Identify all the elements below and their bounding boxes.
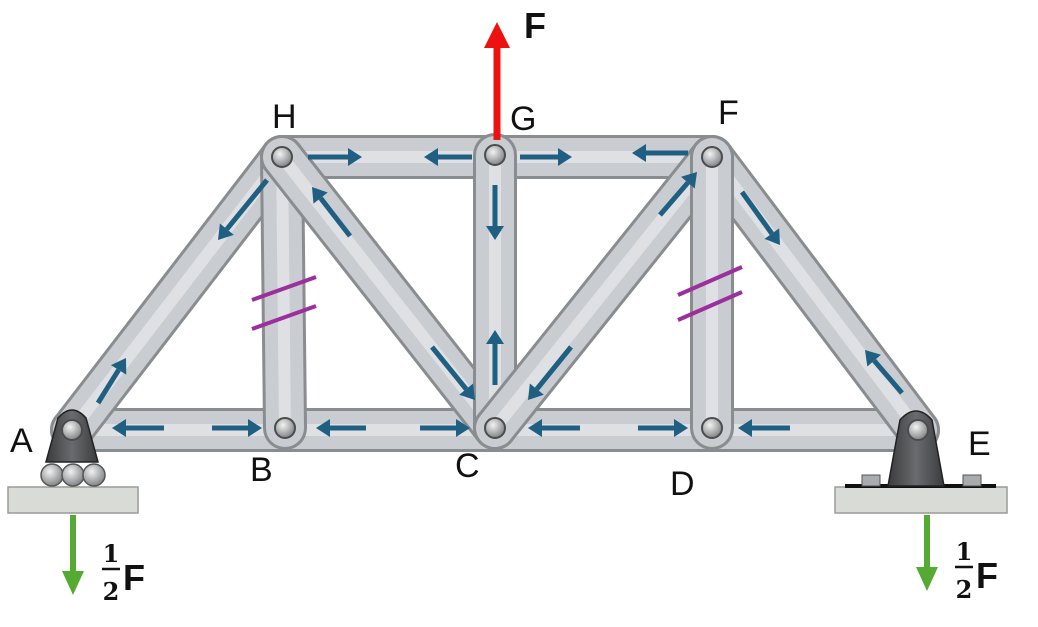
node-label-b: B <box>250 451 273 489</box>
force-arrow-4 <box>316 419 366 437</box>
reaction-label-right: 1 2 F <box>955 537 998 604</box>
zero-force-mark-hb <box>251 275 317 331</box>
applied-load-arrow <box>484 22 510 140</box>
ground-block-right <box>834 486 1008 514</box>
reaction-left-denominator: 2 <box>103 577 120 606</box>
zero-force-mark-fd <box>677 265 743 322</box>
reaction-label-left: 1 2 F <box>102 539 145 606</box>
force-arrow-16 <box>486 185 504 240</box>
node-label-d: D <box>670 465 695 503</box>
force-arrow-9 <box>218 178 269 240</box>
reaction-right-symbol: F <box>976 555 998 596</box>
reaction-arrow-right <box>916 515 938 591</box>
force-arrow-2 <box>112 419 164 437</box>
force-arrow-15 <box>430 345 475 400</box>
reaction-right-numerator: 1 <box>956 537 973 566</box>
member-cf <box>473 135 734 450</box>
force-arrow-3 <box>212 419 262 437</box>
force-arrow-12 <box>520 148 572 166</box>
joint-pin-b <box>274 417 296 439</box>
joint-pin-g <box>484 144 506 166</box>
node-label-h: H <box>272 98 297 136</box>
force-arrow-18 <box>528 345 573 400</box>
node-label-g: G <box>510 100 536 138</box>
reaction-left-symbol: F <box>123 557 145 598</box>
node-label-c: C <box>455 447 480 485</box>
ground-block-left <box>7 486 139 514</box>
joint-pin-e <box>907 419 929 441</box>
force-arrow-19 <box>658 172 697 217</box>
force-arrow-17 <box>486 330 504 385</box>
member-force-arrows <box>95 144 904 437</box>
force-arrow-21 <box>865 350 904 395</box>
node-label-f: F <box>718 94 739 132</box>
joint-pin-a <box>61 419 83 441</box>
member-fe <box>690 135 940 452</box>
force-arrow-5 <box>420 419 470 437</box>
node-label-e: E <box>968 425 991 463</box>
member-hb <box>260 135 307 450</box>
joint-pin-h <box>271 146 293 168</box>
applied-load-label: F <box>524 5 546 46</box>
force-arrow-14 <box>312 187 352 238</box>
joint-pin-f <box>701 146 723 168</box>
force-arrow-11 <box>424 148 472 166</box>
truss-joints <box>61 144 929 441</box>
reaction-arrow-left <box>62 515 84 595</box>
force-arrow-10 <box>308 148 362 166</box>
joint-pin-d <box>701 417 723 439</box>
reaction-left-numerator: 1 <box>103 539 120 568</box>
joint-pin-c <box>484 417 506 439</box>
force-arrow-8 <box>738 419 790 437</box>
force-arrow-7 <box>638 419 688 437</box>
force-arrow-20 <box>739 190 780 245</box>
force-arrow-6 <box>528 419 580 437</box>
node-label-a: A <box>10 422 33 460</box>
pin-support-e <box>845 410 996 488</box>
reaction-right-denominator: 2 <box>956 575 973 604</box>
force-arrow-1 <box>95 358 127 405</box>
force-arrow-13 <box>632 144 688 162</box>
